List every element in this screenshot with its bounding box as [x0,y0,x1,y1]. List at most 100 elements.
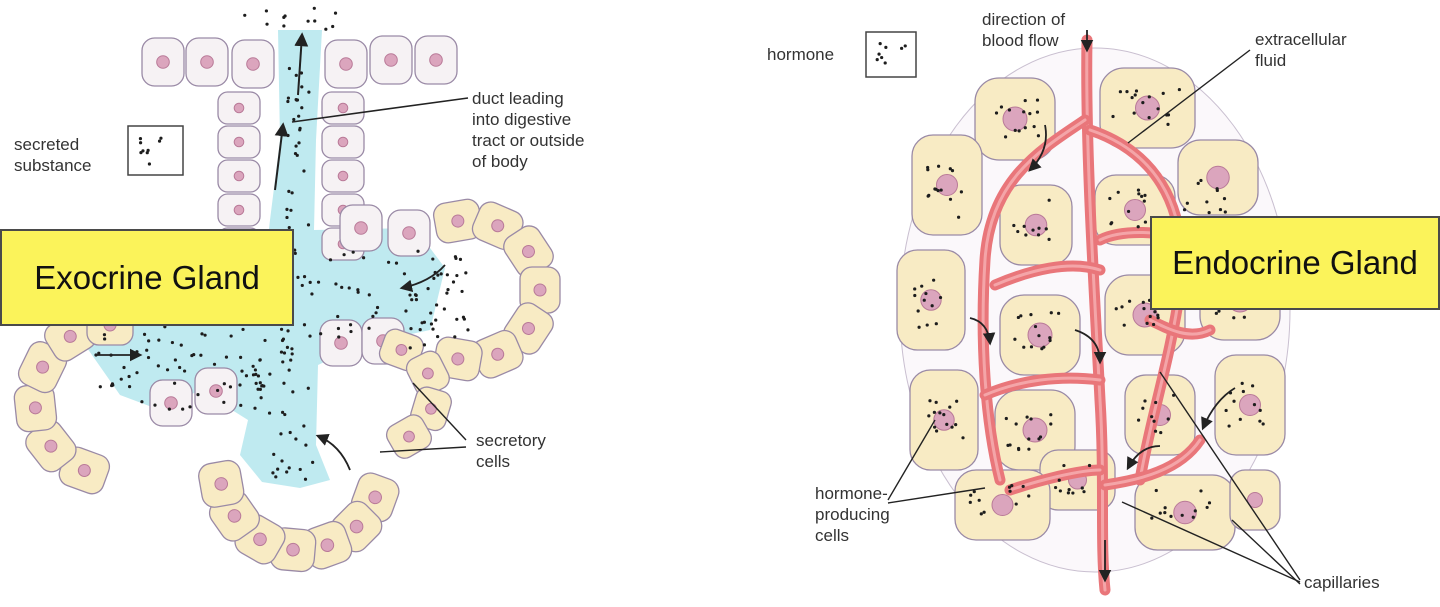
particle [1021,484,1025,489]
particle [939,188,943,192]
particle [1071,491,1075,495]
gland-cell [194,367,238,415]
gland-cell [198,459,245,508]
particle [1140,194,1144,199]
particle [1227,424,1231,428]
capillary-network [977,34,1216,596]
particle [272,452,276,456]
particle [298,126,302,130]
particle [1159,430,1163,435]
particle [429,311,433,315]
particle [1017,447,1021,452]
particle [260,384,264,388]
particle [1207,501,1212,505]
particle [228,385,233,389]
particle [294,144,298,148]
gland-cell [321,159,365,193]
particle [1049,413,1053,417]
particle [1143,399,1147,403]
gland-cell [25,419,77,473]
particle [1182,208,1187,212]
particle [238,383,242,387]
particle [954,423,958,427]
particle [1224,408,1228,413]
particle [253,406,257,410]
particle [1191,515,1195,519]
gland-cell [414,35,458,85]
particle [222,400,226,404]
nucleus-icon [933,409,955,431]
particle [258,381,262,385]
gland-cell [141,37,185,87]
nucleus-icon [337,102,349,114]
particle [265,22,269,26]
gland-cell [909,369,979,471]
particle [293,251,297,255]
particle [394,261,399,265]
particle [938,411,942,415]
particle [139,151,143,155]
particle [1205,200,1209,204]
particle [413,293,418,297]
particle [173,358,177,362]
nucleus-icon [402,226,416,240]
particle [875,58,879,62]
endocrine-title: Endocrine Gland [1150,216,1440,310]
particle [1125,90,1129,94]
particle [1016,315,1020,320]
particle [367,293,371,297]
particle [254,381,258,385]
particle [239,355,243,360]
particle [281,410,285,414]
particle [127,384,132,389]
particle [283,412,287,417]
particle [1132,111,1136,115]
particle [968,500,972,504]
particle [933,187,937,191]
particle [1180,513,1184,517]
particle [1049,422,1053,426]
nucleus-icon [395,343,408,356]
particle [287,225,291,230]
secreted-particles [94,6,470,481]
particle [1166,417,1170,421]
nucleus-icon [337,136,349,148]
particle [922,298,926,302]
particle [336,326,341,331]
arrow-icon [1159,371,1301,581]
particle [103,337,107,341]
particle [287,466,291,470]
gland-cell [1214,354,1286,456]
particle [333,11,338,15]
nucleus-icon [233,204,245,216]
particle [439,272,443,276]
nucleus-icon [1024,213,1048,237]
particle [286,133,290,138]
particle [878,42,882,46]
particle [271,471,275,475]
particle [1199,489,1203,493]
particle [1147,115,1151,120]
particle [375,305,380,310]
particle [308,334,312,338]
particle [1044,227,1048,231]
extracellular-fluid-label: extracellular fluid [1255,30,1347,70]
exocrine-panel [13,6,561,573]
particle [259,396,263,400]
particle [1062,463,1066,468]
particle [1218,207,1223,212]
particle [418,327,422,332]
particle [1185,201,1189,205]
arrow-icon [1201,387,1236,431]
particle [300,283,304,288]
nucleus-icon [209,384,223,398]
gland-cell [503,225,554,278]
particle [337,335,341,339]
nucleus-icon [1247,492,1263,508]
particle [1035,98,1040,102]
particle [445,273,449,277]
particle [1232,399,1236,403]
particle [374,311,378,315]
capillary-highlight [1148,318,1212,336]
particle [98,385,102,389]
